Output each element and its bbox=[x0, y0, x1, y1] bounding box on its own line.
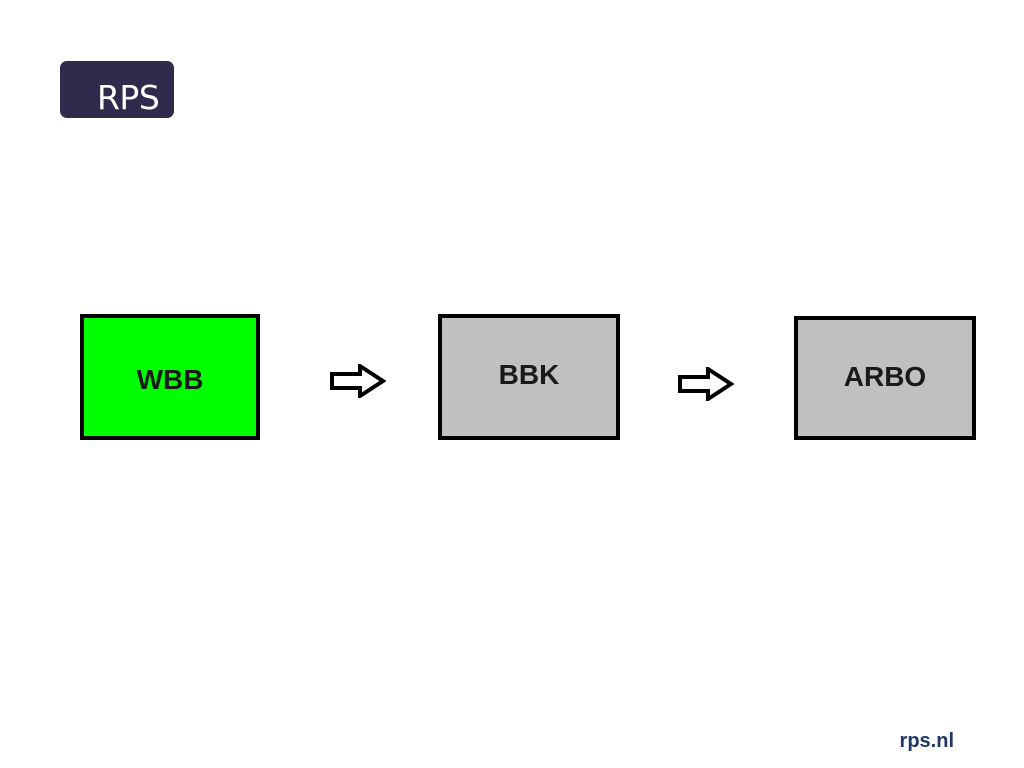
logo-text: RPS bbox=[97, 78, 160, 117]
flow-box-arbo: ARBO bbox=[794, 316, 976, 440]
right-arrow-icon bbox=[330, 364, 386, 398]
website-link[interactable]: rps.nl bbox=[900, 730, 954, 753]
website-link-text[interactable]: rps.nl bbox=[899, 730, 954, 752]
right-arrow-icon bbox=[678, 367, 734, 401]
flow-box-label: ARBO bbox=[843, 360, 927, 392]
flow-box-label: BBK bbox=[498, 358, 560, 390]
flow-box-wbb: WBB bbox=[80, 314, 260, 440]
flow-box-label: WBB bbox=[136, 364, 204, 395]
flow-box-bbk: BBK bbox=[438, 314, 620, 440]
rps-logo: RPS bbox=[60, 61, 174, 118]
